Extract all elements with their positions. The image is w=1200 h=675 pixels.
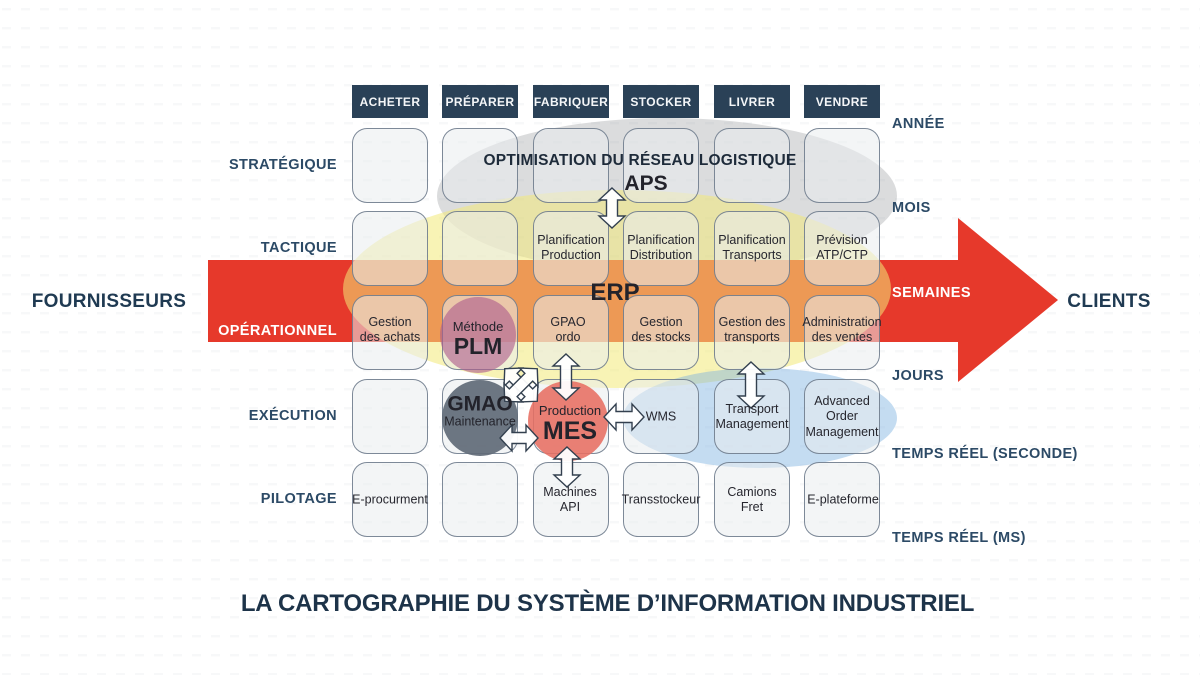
step-vendre: VENDRE — [804, 85, 880, 118]
label-machines-api: Machines API — [543, 484, 597, 514]
cell-tactique-preparer — [442, 211, 518, 286]
cell-operationnel-acheter — [352, 295, 428, 370]
cell-pilotage-acheter — [352, 462, 428, 537]
plm-label-block: Méthode PLM — [453, 320, 504, 358]
label-gestion-achats: Gestion des achats — [359, 314, 421, 344]
cell-tactique-acheter — [352, 211, 428, 286]
label-advanced-order-management: Advanced Order Management — [805, 394, 879, 439]
gmao-label-block: GMAO Maintenance — [444, 393, 516, 428]
label-e-procurment: E-procurment — [352, 492, 428, 507]
fournisseurs-label: FOURNISSEURS — [31, 291, 187, 312]
mes-label: MES — [542, 416, 598, 445]
label-prevision-atp-ctp: Prévision ATP/CTP — [816, 232, 868, 262]
cell-pilotage-fabriquer — [533, 462, 609, 537]
label-wms: WMS — [645, 409, 677, 424]
step-preparer: PRÉPARER — [442, 85, 518, 118]
horizon-jours: JOURS — [892, 368, 944, 384]
gmao-label: GMAO — [447, 392, 513, 416]
label-transport-management: Transport Management — [715, 401, 789, 431]
clients-label: CLIENTS — [1067, 291, 1151, 312]
plm-caption: Méthode — [452, 319, 504, 335]
cell-operationnel-stocker — [623, 295, 699, 370]
level-tactique: TACTIQUE — [260, 240, 337, 256]
label-planification-production: Planification Production — [537, 232, 605, 262]
horizon-temps-reel-seconde: TEMPS RÉEL (SECONDE) — [892, 446, 1078, 462]
cell-pilotage-vendre — [804, 462, 880, 537]
aps-label: APS — [624, 172, 668, 195]
label-gestion-transports: Gestion des transports — [718, 314, 786, 344]
page-title: LA CARTOGRAPHIE DU SYSTÈME D’INFORMATION… — [240, 590, 975, 617]
cell-execution-vendre — [804, 379, 880, 454]
label-planification-transports: Planification Transports — [718, 232, 786, 262]
level-strategique: STRATÉGIQUE — [228, 157, 337, 173]
cell-operationnel-livrer — [714, 295, 790, 370]
mes-caption: Production — [538, 403, 602, 419]
gmao-caption: Maintenance — [444, 414, 516, 429]
plm-circle — [440, 297, 516, 373]
level-execution: EXÉCUTION — [248, 408, 337, 424]
step-stocker: STOCKER — [623, 85, 699, 118]
cell-strategique-stocker — [623, 128, 699, 203]
label-transstockeur: Transstockeur — [621, 492, 701, 507]
cell-operationnel-vendre — [804, 295, 880, 370]
label-gestion-stocks: Gestion des stocks — [631, 314, 691, 344]
mes-label-block: Production MES — [539, 404, 601, 444]
level-operationnel: OPÉRATIONNEL — [218, 323, 337, 339]
step-livrer: LIVRER — [714, 85, 790, 118]
horizon-semaines: SEMAINES — [892, 285, 971, 301]
cell-strategique-preparer — [442, 128, 518, 203]
plm-label: PLM — [453, 332, 503, 359]
cell-tactique-stocker — [623, 211, 699, 286]
cell-strategique-vendre — [804, 128, 880, 203]
cell-strategique-acheter — [352, 128, 428, 203]
horizon-mois: MOIS — [892, 200, 931, 216]
cell-pilotage-livrer — [714, 462, 790, 537]
cell-tactique-vendre — [804, 211, 880, 286]
cell-execution-acheter — [352, 379, 428, 454]
cell-strategique-livrer — [714, 128, 790, 203]
step-acheter: ACHETER — [352, 85, 428, 118]
label-gpao-ordo: GPAO ordo — [550, 314, 586, 344]
erp-label: ERP — [590, 279, 640, 306]
level-pilotage: PILOTAGE — [260, 491, 337, 507]
horizon-annee: ANNÉE — [892, 116, 945, 132]
label-administration-ventes: Administration des ventes — [802, 314, 882, 344]
cell-pilotage-preparer — [442, 462, 518, 537]
cell-pilotage-stocker — [623, 462, 699, 537]
step-fabriquer: FABRIQUER — [533, 85, 609, 118]
label-camions-fret: Camions Fret — [727, 484, 777, 514]
label-e-plateforme: E-plateforme — [807, 492, 879, 507]
aps-caption: OPTIMISATION DU RÉSEAU LOGISTIQUE — [483, 152, 797, 169]
horizon-temps-reel-ms: TEMPS RÉEL (MS) — [892, 530, 1026, 546]
cell-tactique-livrer — [714, 211, 790, 286]
cell-strategique-fabriquer — [533, 128, 609, 203]
label-planification-distribution: Planification Distribution — [627, 232, 695, 262]
cell-tactique-fabriquer — [533, 211, 609, 286]
